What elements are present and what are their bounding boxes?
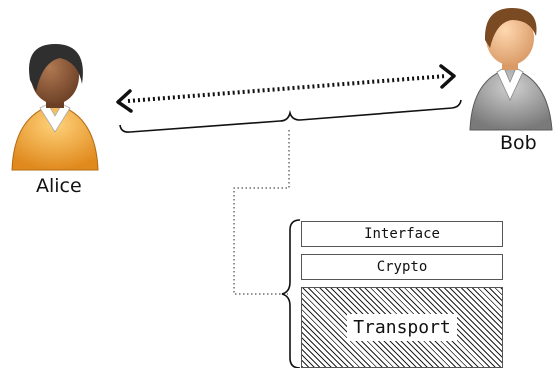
crypto-layer-label: Crypto — [376, 259, 428, 275]
interface-layer-label: Interface — [364, 226, 440, 242]
double-arrow — [116, 64, 456, 113]
alice-avatar — [11, 44, 99, 171]
transport-layer-box: Transport — [301, 287, 503, 368]
transport-layer-label: Transport — [347, 314, 457, 341]
bob-avatar — [469, 8, 553, 131]
dotted-connector — [233, 130, 290, 295]
crypto-layer-box: Crypto — [301, 254, 503, 280]
bob-name-label: Bob — [500, 132, 537, 154]
vertical-brace — [281, 219, 301, 368]
interface-layer-box: Interface — [301, 221, 503, 247]
alice-name-label: Alice — [36, 175, 82, 197]
horizontal-brace — [119, 99, 462, 133]
